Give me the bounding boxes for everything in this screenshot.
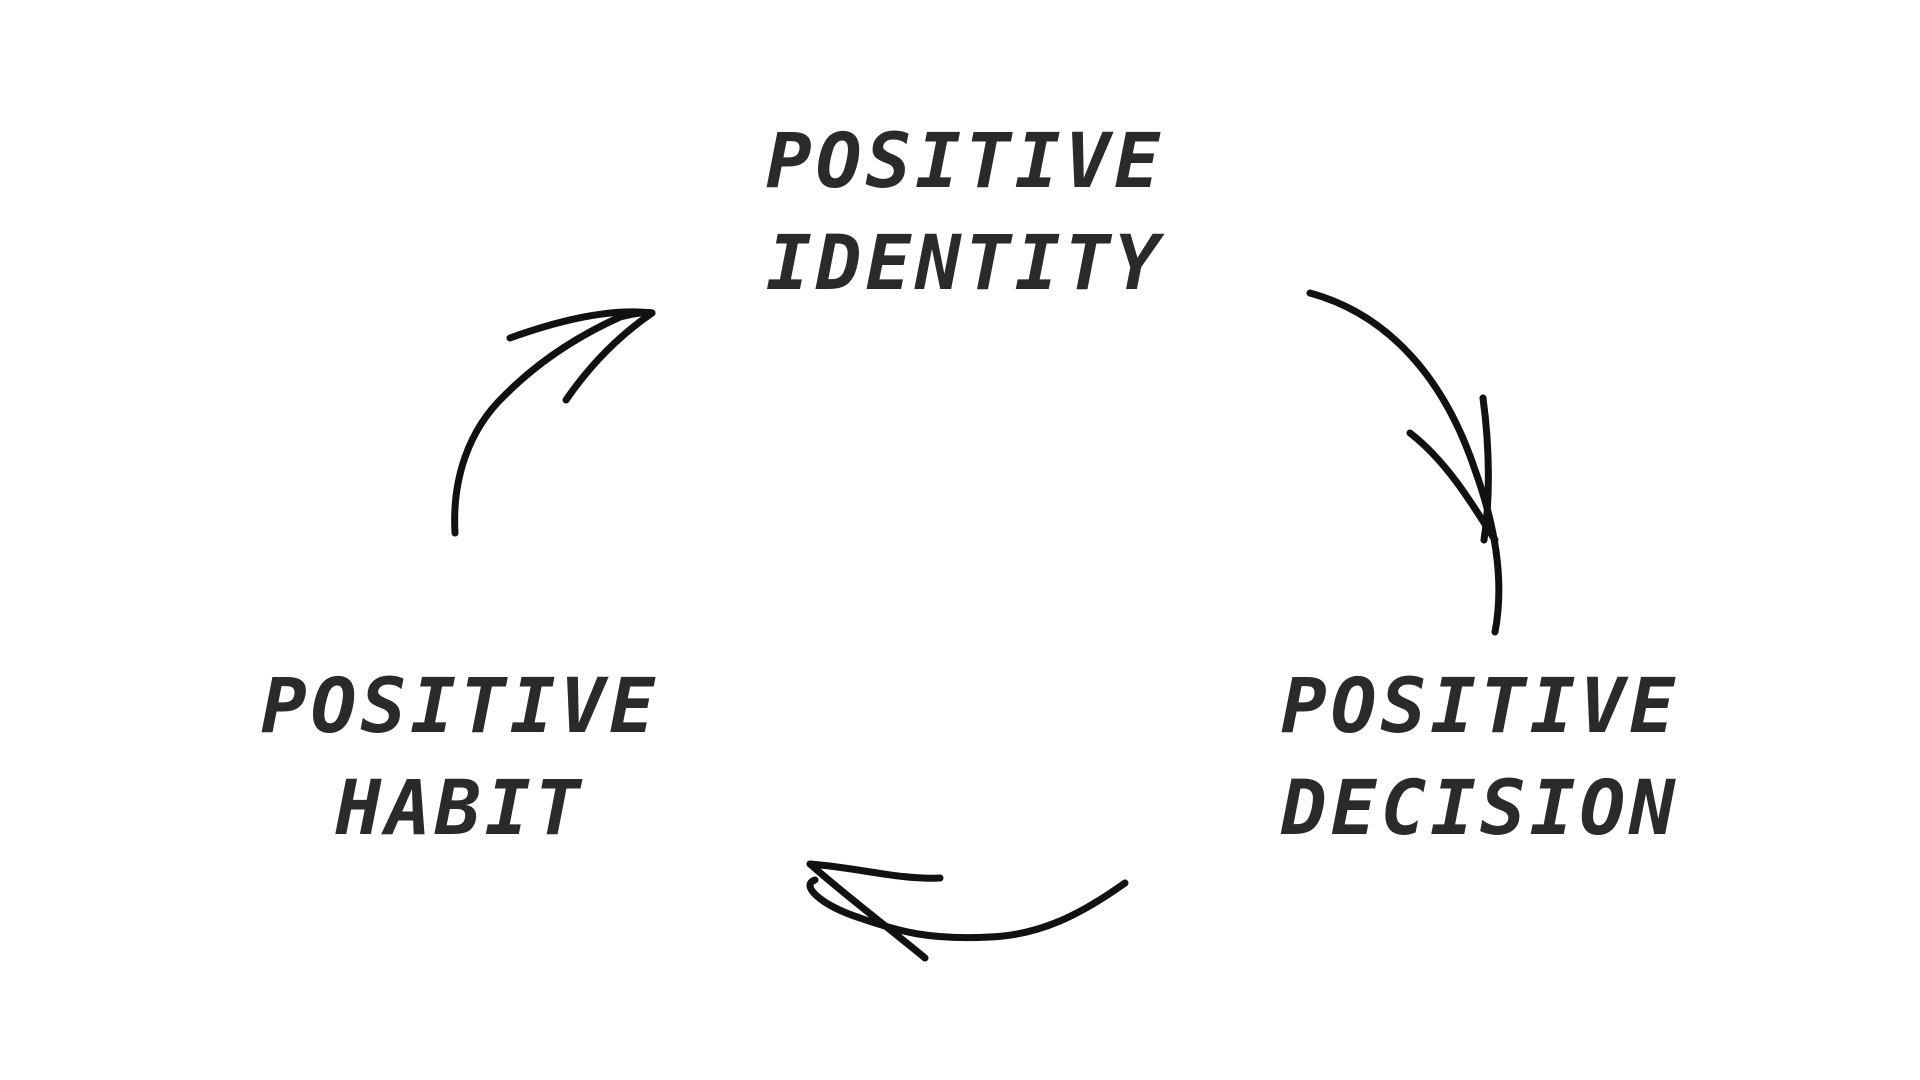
node-decision-line2: DECISION xyxy=(1280,763,1680,852)
arrow-decision-to-habit xyxy=(806,860,1129,962)
arrow-habit-to-identity-shaft xyxy=(451,309,656,537)
arrow-identity-to-decision-shaft xyxy=(1306,289,1503,636)
node-positive-habit: POSITIVE HABIT xyxy=(240,655,680,859)
node-positive-identity: POSITIVE IDENTITY xyxy=(745,110,1185,314)
arrow-decision-to-habit-shaft xyxy=(806,876,1129,942)
node-identity-line1: POSITIVE xyxy=(765,116,1165,205)
node-habit-line2: HABIT xyxy=(335,763,585,852)
arrow-decision-to-habit-head xyxy=(806,860,929,962)
node-habit-line1: POSITIVE xyxy=(260,661,660,750)
arrow-decision-to-habit-head-top xyxy=(806,860,944,882)
node-positive-decision: POSITIVE DECISION xyxy=(1240,655,1720,859)
arrow-habit-to-identity-head xyxy=(506,308,656,342)
node-identity-line2: IDENTITY xyxy=(765,218,1165,307)
arrow-habit-to-identity-head-bottom xyxy=(562,309,656,404)
arrow-identity-to-decision xyxy=(1306,289,1503,636)
arrow-habit-to-identity xyxy=(451,308,656,537)
node-decision-line1: POSITIVE xyxy=(1280,661,1680,750)
arrow-identity-to-decision-head-right xyxy=(1479,394,1492,544)
